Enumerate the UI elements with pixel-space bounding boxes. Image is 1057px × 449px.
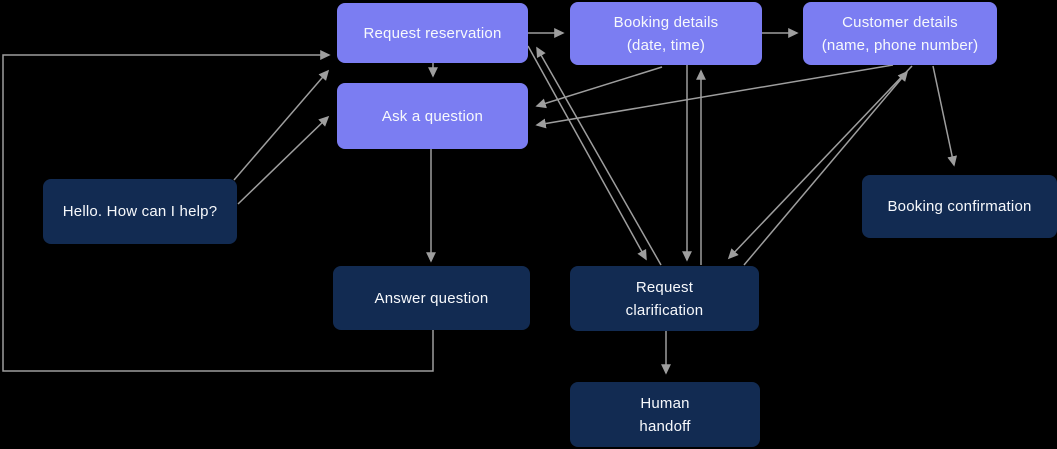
node-label: Hello. How can I help?: [62, 203, 218, 220]
node-label: Human handoff: [639, 394, 691, 435]
node-customer-details: Customer details (name, phone number): [803, 2, 997, 65]
edge-customer-details-to-ask-question: [535, 64, 894, 129]
edge-request-clarification-to-customer-details: [743, 70, 909, 266]
node-label: Request clarification: [625, 278, 704, 319]
node-hello: Hello. How can I help?: [43, 179, 237, 244]
node-label: Customer details (name, phone number): [821, 13, 979, 54]
edge-request-reservation-to-request-clarification: [527, 45, 647, 261]
edge-hello-to-request-reservation: [233, 69, 330, 181]
edge-booking-details-to-ask-question: [535, 66, 663, 109]
node-ask-question: Ask a question: [337, 83, 528, 149]
node-booking-confirmation: Booking confirmation: [862, 175, 1057, 238]
edge-customer-details-to-booking-confirmation: [932, 65, 958, 167]
edge-request-clarification-to-request-reservation: [536, 46, 662, 266]
node-booking-details: Booking details (date, time): [570, 2, 762, 65]
edge-answer-question-to-request-reservation: [2, 50, 434, 372]
node-label: Answer question: [374, 289, 489, 307]
node-answer-question: Answer question: [333, 266, 530, 330]
node-label: Request reservation: [363, 24, 502, 42]
edge-customer-details-to-request-clarification: [727, 65, 913, 260]
edge-hello-to-ask-question: [237, 115, 330, 205]
node-request-clarification: Request clarification: [570, 266, 759, 331]
node-human-handoff: Human handoff: [570, 382, 760, 447]
node-request-reservation: Request reservation: [337, 3, 528, 63]
node-label: Ask a question: [381, 107, 484, 125]
node-label: Booking confirmation: [887, 198, 1032, 215]
node-label: Booking details (date, time): [613, 13, 719, 54]
